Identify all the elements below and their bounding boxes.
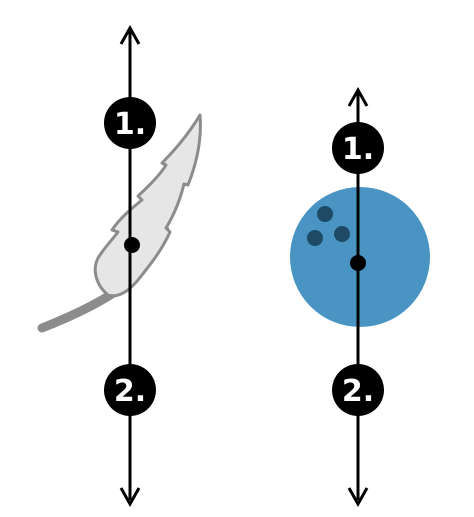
center-of-mass-dot — [350, 255, 366, 271]
up-arrow-head-icon — [119, 24, 141, 45]
ball-hole — [334, 226, 350, 242]
downward-force-label-text: 2. — [342, 374, 374, 409]
ball-diagram: 1. 2. — [290, 86, 430, 508]
downward-force-label-text: 2. — [114, 374, 146, 409]
feather-diagram: 1. 2. — [37, 24, 202, 508]
ball-hole — [307, 230, 323, 246]
down-arrow-head-icon — [347, 487, 369, 508]
down-arrow-head-icon — [119, 487, 141, 508]
center-of-mass-dot — [124, 237, 140, 253]
upward-force-label-text: 1. — [114, 107, 146, 142]
downward-force-label: 2. — [332, 364, 384, 416]
upward-force-label: 1. — [104, 97, 156, 149]
feather-icon — [93, 113, 202, 298]
upward-force-label-text: 1. — [342, 132, 374, 167]
ball-hole — [317, 206, 333, 222]
upward-force-label: 1. — [332, 122, 384, 174]
downward-force-label: 2. — [104, 364, 156, 416]
up-arrow-head-icon — [347, 86, 369, 107]
